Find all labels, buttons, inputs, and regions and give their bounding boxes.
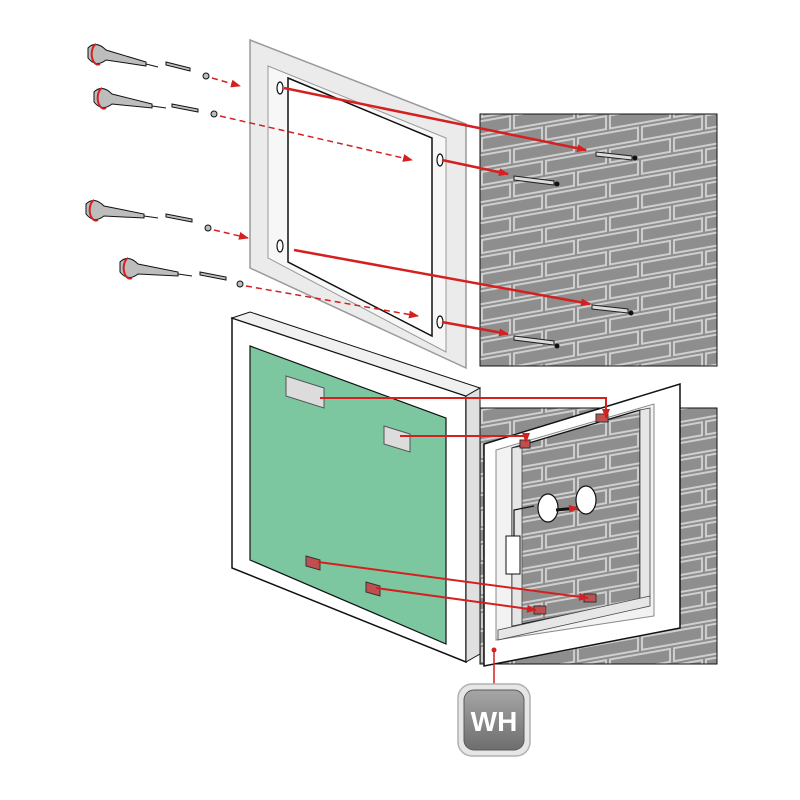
- direction-arrows-bottom: [317, 397, 610, 686]
- badge-label: WH: [471, 706, 518, 737]
- screwdriver-icon: [85, 44, 244, 288]
- mounting-frame-top: [249, 38, 467, 370]
- mounted-frame: [483, 382, 681, 667]
- mirror-panel: [230, 311, 482, 664]
- direction-arrows-top: [211, 77, 591, 337]
- rotation-arrow-icon: [88, 43, 133, 280]
- wh-badge: WH: [457, 683, 531, 757]
- mounting-bracket-icon: [285, 375, 411, 597]
- wall-plug-icon: [513, 151, 638, 349]
